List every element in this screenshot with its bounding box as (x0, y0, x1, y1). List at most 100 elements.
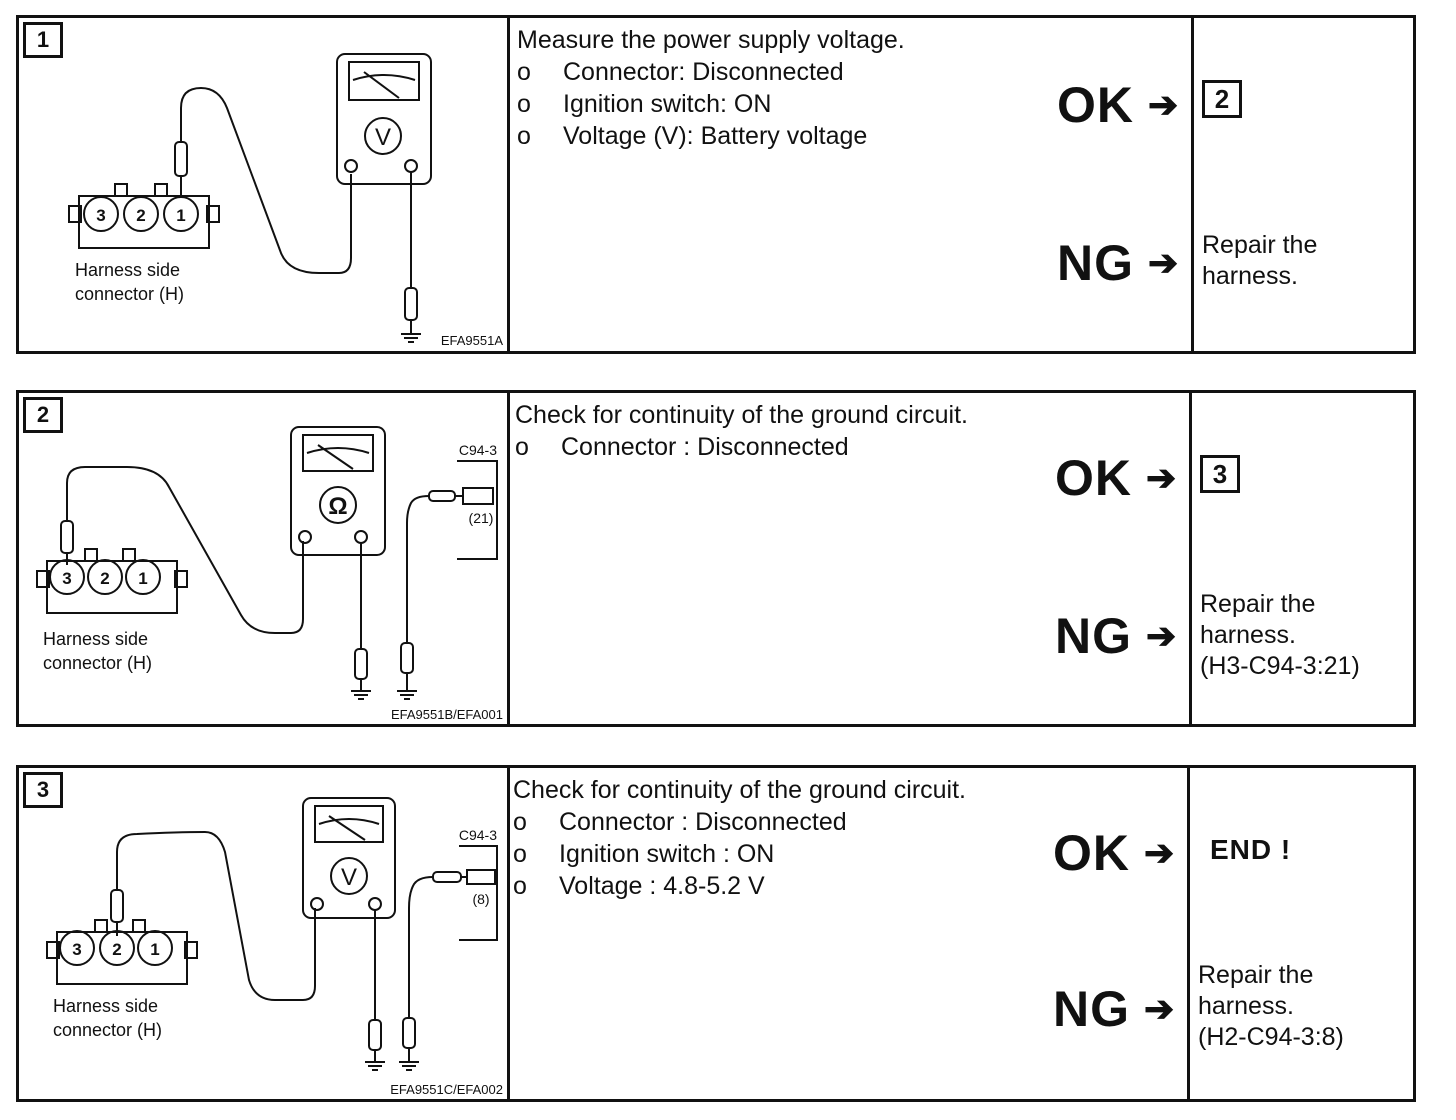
ng-label: NG (1057, 235, 1134, 291)
step-2-instructions: Check for continuity of the ground circu… (515, 399, 968, 463)
step-1-ng-branch: NG ➔ (1057, 234, 1178, 292)
arrow-right-icon: ➔ (1146, 457, 1177, 498)
ref-connector-outline (457, 460, 498, 560)
ref-pin-label: (21) (469, 510, 494, 526)
svg-text:connector (H): connector (H) (53, 1020, 162, 1040)
meter-dial (364, 117, 402, 155)
svg-text:1: 1 (150, 940, 159, 959)
step-3-figure-panel: 3 (19, 768, 510, 1099)
step-1-number: 1 (23, 22, 63, 58)
step-1-box: 1 (16, 15, 1416, 354)
arrow-right-icon: ➔ (1148, 84, 1179, 125)
ref-connector-pin (466, 869, 496, 885)
ng-result-text: Repair the harness. (H3-C94-3:21) (1200, 590, 1360, 680)
probe-lead-positive (180, 86, 352, 274)
step-3-box: 3 (16, 765, 1416, 1102)
step-1-ok-branch: OK ➔ (1057, 76, 1178, 134)
meter-dial (319, 486, 357, 524)
ref-connector-outline (459, 845, 498, 941)
meter-symbol: V (375, 124, 391, 151)
ng-result-text: Repair the harness. (1202, 231, 1318, 290)
step-2-title: Check for continuity of the ground circu… (515, 401, 969, 429)
goto-step-3-box[interactable]: 3 (1200, 455, 1240, 493)
pin-1-label: 1 (176, 206, 185, 225)
arrow-right-icon: ➔ (1144, 988, 1175, 1029)
step-2-box: 2 (16, 390, 1416, 727)
step-2-figure-panel: 2 (19, 393, 510, 724)
step-2-ng-branch: NG ➔ (1055, 608, 1177, 664)
step-3-instructions: Check for continuity of the ground circu… (513, 774, 966, 902)
ref-connector-label: C94-3 (459, 827, 497, 843)
arrow-right-icon: ➔ (1148, 242, 1179, 283)
meter-body (336, 53, 432, 185)
figure-code: EFA9551C/EFA002 (390, 1082, 503, 1097)
step-2-ok-branch: OK ➔ (1055, 450, 1177, 506)
step-3-ng-branch: NG ➔ (1053, 981, 1175, 1037)
meter-display (348, 61, 420, 101)
pin-3-label: 3 (96, 206, 105, 225)
meter-body (290, 426, 386, 556)
meter-symbol: Ω (328, 493, 347, 520)
step-1-wiring-diagram: 3 2 1 V Harness side connector (H) EFA95… (68, 53, 503, 348)
figure-code: EFA9551B/EFA001 (391, 707, 503, 722)
connector-label-line2: connector (H) (75, 284, 184, 304)
pin-2-label: 2 (136, 206, 145, 225)
pin-1-circle (125, 559, 161, 595)
svg-text:2: 2 (100, 569, 109, 588)
probe-lead-ref (408, 876, 434, 1018)
probe-connector (174, 141, 188, 177)
arrow-right-icon: ➔ (1146, 615, 1177, 656)
svg-text:3: 3 (62, 569, 71, 588)
svg-text:Harness side: Harness side (43, 629, 148, 649)
connector-tab-left (68, 205, 82, 223)
probe-lead-ref (406, 495, 430, 643)
meter-display (302, 434, 374, 472)
pin-1-circle (137, 930, 173, 966)
step-1-result-panel: 2 Repair the harness. (1191, 18, 1413, 351)
step-3-ok-branch: OK ➔ (1053, 825, 1175, 881)
pin-2-circle (123, 196, 159, 232)
ref-pin-label: (8) (472, 891, 489, 907)
step-1-title: Measure the power supply voltage. (517, 26, 905, 54)
ref-connector-pin (462, 487, 494, 505)
pin-3-circle (59, 930, 95, 966)
svg-text:2: 2 (112, 940, 121, 959)
probe-lead-positive (66, 466, 304, 634)
svg-text:Harness side: Harness side (53, 996, 158, 1016)
svg-text:connector (H): connector (H) (43, 653, 152, 673)
step-2-result-panel: 3 Repair the harness. (H3-C94-3:21) (1189, 393, 1413, 724)
meter-symbol: V (341, 864, 357, 891)
goto-step-2-box[interactable]: 2 (1202, 80, 1242, 118)
meter-dial (330, 857, 368, 895)
step-3-title: Check for continuity of the ground circu… (513, 776, 967, 804)
step-3-number: 3 (23, 772, 63, 808)
svg-text:1: 1 (138, 569, 147, 588)
step-3-result-panel: END ! Repair the harness. (H2-C94-3:8) (1187, 768, 1413, 1099)
svg-text:3: 3 (72, 940, 81, 959)
figure-code: EFA9551A (441, 333, 503, 348)
meter-body (302, 797, 396, 919)
ref-connector-label: C94-3 (459, 442, 497, 458)
arrow-right-icon: ➔ (1144, 832, 1175, 873)
meter-display (314, 805, 384, 843)
step-2-number: 2 (23, 397, 63, 433)
ok-label: OK (1057, 77, 1134, 133)
step-2-wiring-diagram: 3 2 1 Ω C94-3 (21) Harness side connecto… (36, 426, 503, 722)
connector-label-line1: Harness side (75, 260, 180, 280)
pin-2-circle (87, 559, 123, 595)
end-label: END ! (1210, 834, 1292, 865)
probe-lead-positive (116, 830, 316, 1001)
step-3-wiring-diagram: 3 2 1 V C94-3 (8) Harness side connector… (46, 797, 503, 1097)
step-1-figure-panel: 1 (19, 18, 510, 351)
pin-3-circle (83, 196, 119, 232)
connector-tab-right (206, 205, 220, 223)
ng-result-text: Repair the harness. (H2-C94-3:8) (1198, 961, 1344, 1051)
